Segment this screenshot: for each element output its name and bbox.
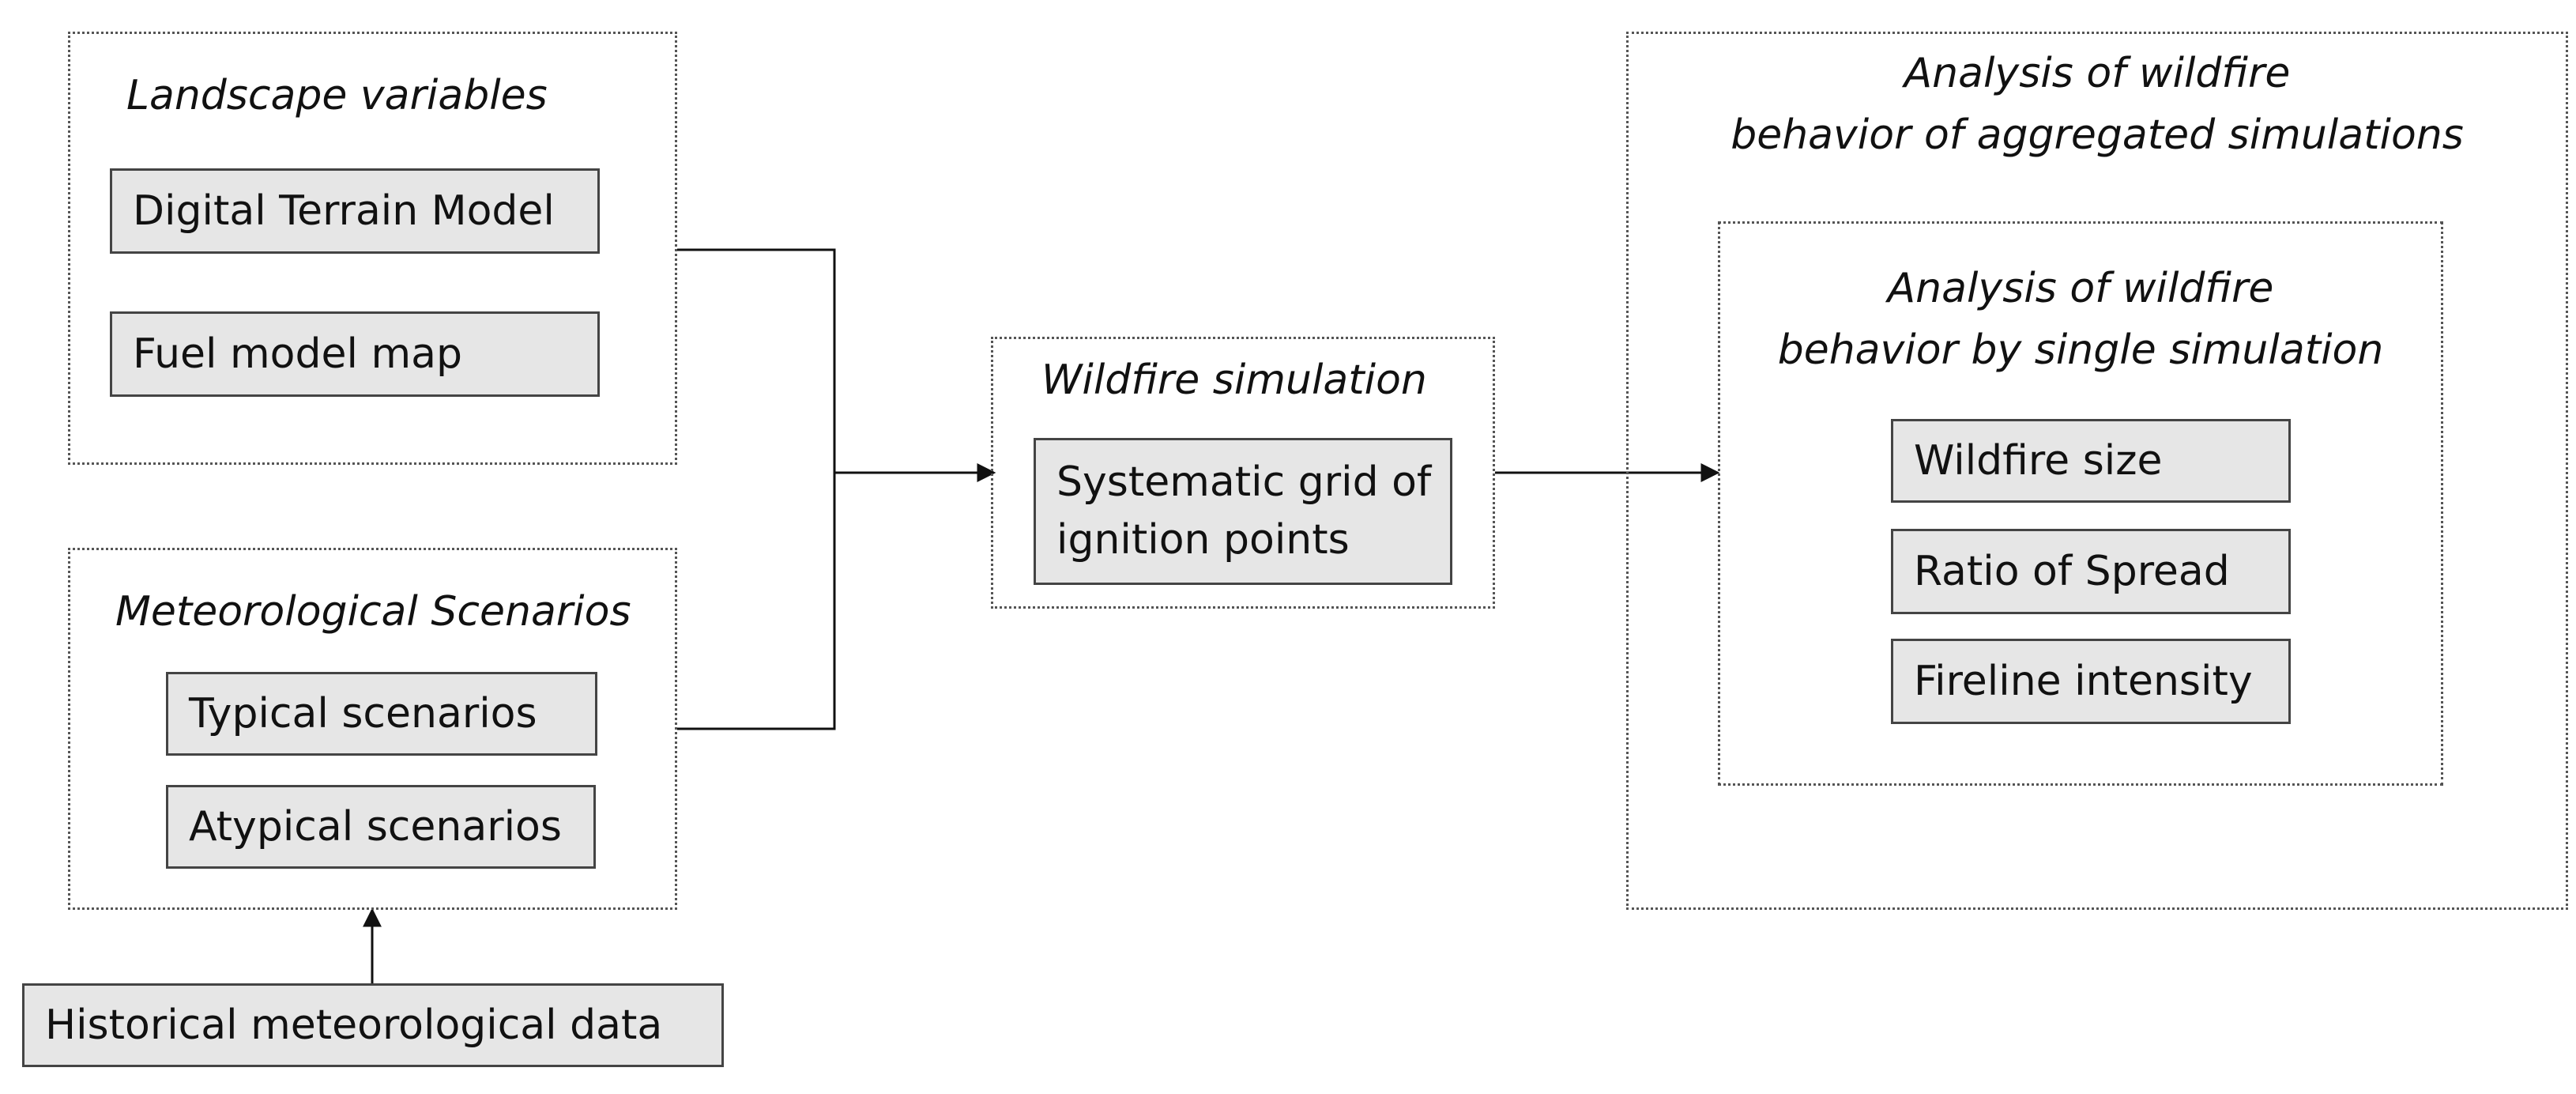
aggregated-analysis-title-line1: Analysis of wildfire — [1904, 50, 2291, 97]
wildfire-simulation-title: Wildfire simulation — [1041, 356, 1427, 404]
meteorological-scenarios-title: Meteorological Scenarios — [115, 588, 631, 636]
wildfire-size-label: Wildfire size — [1914, 436, 2163, 485]
systematic-grid-line2: ignition points — [1056, 516, 1350, 564]
atypical-scenarios-label: Atypical scenarios — [189, 802, 562, 851]
fuel-model-map-label: Fuel model map — [133, 330, 462, 378]
landscape-variables-group — [68, 32, 677, 465]
aggregated-analysis-group — [1626, 32, 2568, 910]
fuel-model-map-box: Fuel model map — [110, 311, 600, 397]
systematic-grid-line1: Systematic grid of — [1056, 458, 1432, 507]
ratio-of-spread-label: Ratio of Spread — [1914, 547, 2230, 595]
meteorological-scenarios-group — [68, 548, 677, 910]
typical-scenarios-label: Typical scenarios — [189, 689, 537, 738]
fireline-intensity-label: Fireline intensity — [1914, 657, 2253, 705]
single-analysis-title-line1: Analysis of wildfire — [1887, 265, 2274, 312]
meteo-connector — [677, 473, 836, 730]
digital-terrain-model-label: Digital Terrain Model — [133, 187, 555, 235]
historical-meteorological-data-label: Historical meteorological data — [45, 1001, 663, 1049]
digital-terrain-model-box: Digital Terrain Model — [110, 168, 600, 254]
ratio-of-spread-box: Ratio of Spread — [1891, 529, 2291, 614]
single-analysis-group — [1718, 221, 2443, 786]
atypical-scenarios-box: Atypical scenarios — [166, 785, 596, 869]
wildfire-size-box: Wildfire size — [1891, 419, 2291, 503]
historical-meteorological-data-box: Historical meteorological data — [22, 983, 724, 1067]
systematic-grid-box: Systematic grid of ignition points — [1034, 438, 1452, 585]
landscape-connector — [677, 248, 836, 473]
aggregated-analysis-title-line2: behavior of aggregated simulations — [1731, 111, 2464, 159]
wildfire-simulation-group — [991, 337, 1495, 609]
landscape-variables-title: Landscape variables — [126, 72, 548, 119]
fireline-intensity-box: Fireline intensity — [1891, 639, 2291, 724]
single-analysis-title-line2: behavior by single simulation — [1777, 326, 2384, 374]
typical-scenarios-box: Typical scenarios — [166, 672, 597, 756]
